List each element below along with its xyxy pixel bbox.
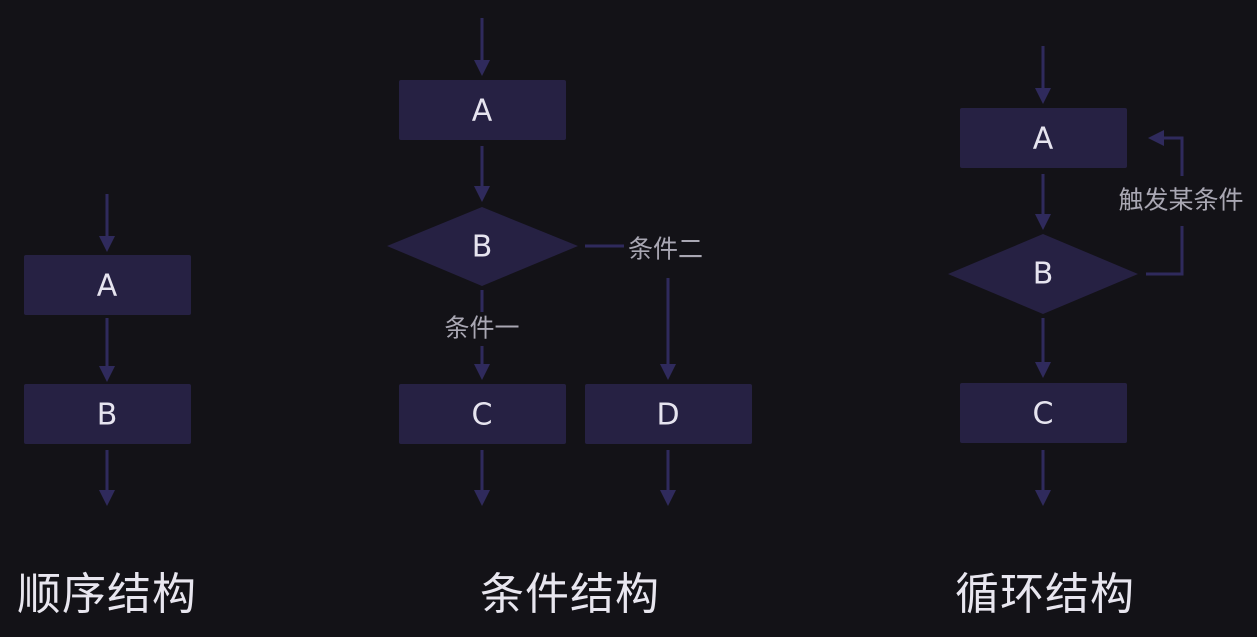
condition-node-b-label: B xyxy=(472,230,493,265)
sequence-structure: A B xyxy=(24,194,191,506)
condition-node-d-label: D xyxy=(656,398,679,433)
condition-arrowhead-a-b xyxy=(474,186,490,202)
condition-arrowhead-c-out xyxy=(474,490,490,506)
sequence-node-a xyxy=(24,255,191,315)
sequence-node-b-label: B xyxy=(97,398,118,433)
loop-edge-back-lower xyxy=(1146,226,1184,276)
loop-node-c-label: C xyxy=(1033,397,1054,432)
condition-structure: A B 条件一 条件二 C D xyxy=(387,18,752,506)
loop-edge-back-upper xyxy=(1162,136,1184,176)
condition-node-a-label: A xyxy=(472,94,493,129)
condition-arrowhead-b-c xyxy=(474,364,490,380)
condition-branch-one-label-bg xyxy=(440,312,524,346)
loop-arrowhead-back xyxy=(1148,130,1164,146)
condition-node-c xyxy=(399,384,566,444)
sequence-node-b xyxy=(24,384,191,444)
condition-node-d xyxy=(585,384,752,444)
loop-arrowhead-a-b xyxy=(1035,214,1051,230)
sequence-arrowhead-out xyxy=(99,490,115,506)
sequence-arrowhead-in xyxy=(99,236,115,252)
loop-arrowhead-c-out xyxy=(1035,490,1051,506)
loop-arrowhead-in xyxy=(1035,88,1051,104)
loop-node-c xyxy=(960,383,1127,443)
condition-node-c-label: C xyxy=(472,398,493,433)
condition-node-b xyxy=(387,207,578,286)
sequence-node-a-label: A xyxy=(97,269,118,304)
condition-node-a xyxy=(399,80,566,140)
loop-arrowhead-b-c xyxy=(1035,362,1051,378)
condition-arrowhead-in xyxy=(474,60,490,76)
condition-arrowhead-d-out xyxy=(660,490,676,506)
loop-node-a-label: A xyxy=(1033,122,1054,157)
loop-node-a xyxy=(960,108,1127,168)
condition-caption: 条件结构 xyxy=(480,569,660,620)
sequence-caption: 顺序结构 xyxy=(17,569,197,620)
loop-structure: A B 触发某条件 C xyxy=(948,46,1244,506)
condition-branch-one-label: 条件一 xyxy=(444,314,519,343)
loop-node-b xyxy=(948,234,1138,314)
loop-node-b-label: B xyxy=(1033,257,1054,292)
loop-caption: 循环结构 xyxy=(955,569,1135,620)
condition-branch-two-label: 条件二 xyxy=(628,235,703,264)
condition-arrowhead-to-d xyxy=(660,364,676,380)
loop-back-label: 触发某条件 xyxy=(1118,186,1243,215)
sequence-arrowhead-a-b xyxy=(99,366,115,382)
